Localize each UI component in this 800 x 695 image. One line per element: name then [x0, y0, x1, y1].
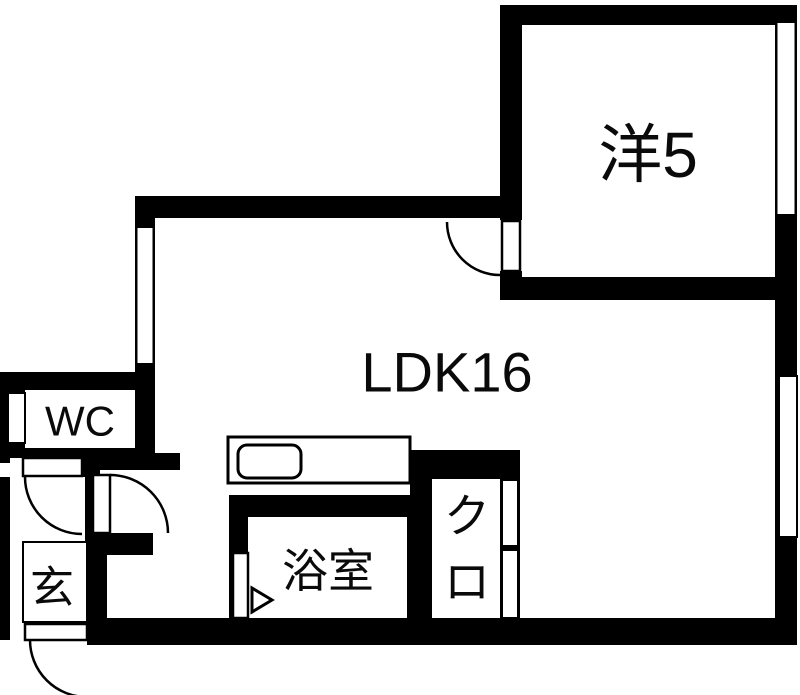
- window-western-room-right-icon: [775, 21, 797, 216]
- bathroom-label: 浴室: [282, 545, 374, 597]
- bathroom-left-wall-upper: [229, 517, 248, 553]
- wc-door-panel: [21, 456, 84, 478]
- bathroom-right-wall: [407, 495, 432, 622]
- kitchen-sink-icon: [236, 443, 303, 480]
- closet-top-wall: [410, 450, 520, 479]
- swing-door-arc-wc-icon: [23, 476, 83, 536]
- ldk-room: LDK16: [87, 196, 798, 645]
- swing-door-arc-western-room-icon: [445, 221, 501, 277]
- entrance-step-outline: [22, 541, 88, 623]
- wc-label: WC: [45, 398, 115, 445]
- wc-room: WC: [0, 372, 180, 640]
- western-room-door-panel: [500, 219, 522, 273]
- closet-sliding-door-panel-top: [501, 479, 519, 547]
- window-ldk-left-icon: [135, 226, 155, 365]
- window-wc-left-icon: [7, 392, 26, 444]
- window-ldk-right-icon: [778, 375, 798, 538]
- closet-label-bottom-char: ロ: [444, 556, 490, 608]
- west-exterior-wall: [0, 458, 10, 640]
- western-room-bottom-wall: [500, 277, 797, 300]
- closet-room: ク ロ: [410, 450, 520, 620]
- kitchen-counter: [226, 435, 412, 485]
- entrance-door-panel: [23, 622, 89, 642]
- ldk-top-wall: [135, 196, 522, 218]
- western-room: 洋5: [445, 5, 797, 300]
- wc-bottom-wall: [0, 448, 155, 458]
- wc-header-wall: [85, 453, 180, 470]
- hall-ldk-jamb-wall: [85, 470, 93, 533]
- western-room-top-wall: [500, 5, 797, 25]
- west-exterior-wall-gap: [0, 463, 10, 477]
- closet-left-wall-bridge: [410, 479, 432, 497]
- entrance-east-wall: [87, 533, 107, 640]
- western-room-left-wall-upper: [500, 5, 522, 220]
- closet-sliding-door-panel-bottom: [501, 549, 519, 619]
- bathroom-entry-triangle-marker-icon: [250, 585, 275, 615]
- ldk-label: LDK16: [361, 341, 532, 404]
- swing-door-arc-entrance-icon: [28, 639, 79, 695]
- hall-ldk-door-panel: [91, 473, 112, 535]
- entrance-label: 玄: [30, 564, 74, 613]
- western-room-label: 洋5: [598, 119, 698, 191]
- entrance-room: 玄: [22, 533, 107, 695]
- bathroom-left-wall-thin: [229, 553, 233, 618]
- bathroom-room: 浴室: [229, 495, 432, 622]
- ldk-bottom-wall: [87, 618, 797, 645]
- bathroom-door-panel: [231, 551, 250, 620]
- wc-top-wall: [0, 372, 155, 390]
- swing-door-arc-ldk-hall-icon: [109, 473, 170, 534]
- bathroom-top-wall: [229, 495, 432, 517]
- closet-label-top-char: ク: [444, 490, 490, 542]
